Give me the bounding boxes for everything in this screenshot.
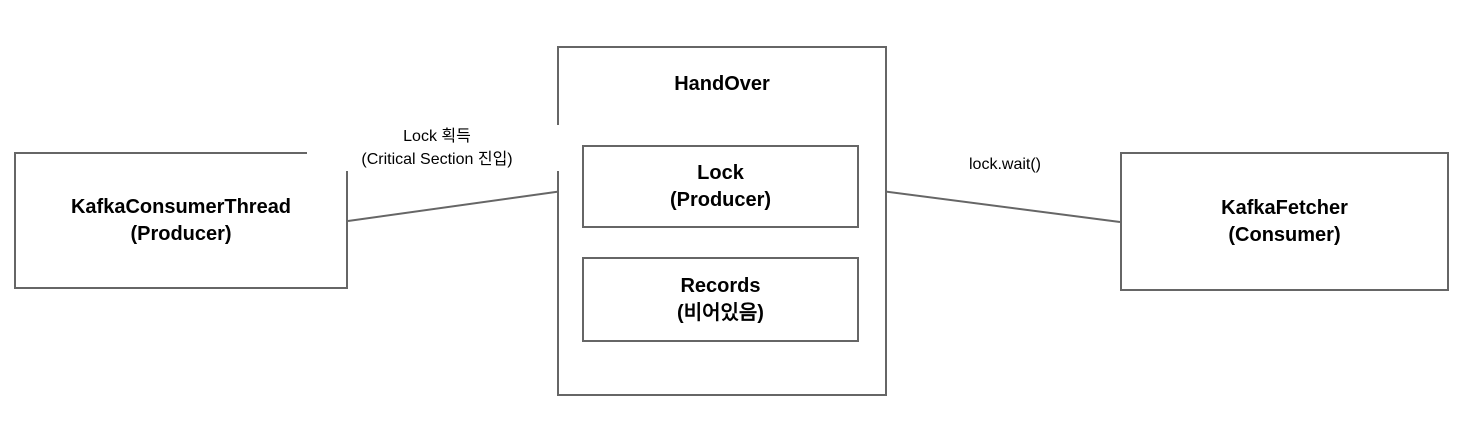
lock-wait-arrow-label-text: lock.wait() <box>968 156 1041 173</box>
node-kafka-consumer-thread: KafkaConsumerThread (Producer) <box>14 152 348 289</box>
node-lock-label-line1: Lock <box>697 161 744 184</box>
lock-acquire-arrow-label-line1: Lock 획득 <box>403 128 471 145</box>
node-lock: Lock (Producer) <box>582 145 859 228</box>
lock-wait-arrow <box>864 183 1121 223</box>
node-kafka-consumer-thread-label-line1: KafkaConsumerThread <box>70 195 292 218</box>
lock-acquire-arrow-label-line2: (Critical Section 진입) <box>361 151 513 168</box>
node-records: Records (비어있음) <box>582 257 859 342</box>
node-lock-label-line2: (Producer) <box>669 188 772 211</box>
lock-acquire-arrow <box>347 183 579 222</box>
node-kafka-fetcher-label-line1: KafkaFetcher <box>1221 196 1348 219</box>
lock-acquire-arrow-label: Lock 획득 (Critical Section 진입) <box>307 125 567 171</box>
node-handover-title: HandOver <box>674 73 770 95</box>
node-kafka-fetcher-label-line2: (Consumer) <box>1228 223 1341 246</box>
lock-wait-arrow-label: lock.wait() <box>905 153 1105 176</box>
node-records-label-line1: Records <box>680 274 761 297</box>
node-kafka-consumer-thread-label-line2: (Producer) <box>130 222 232 245</box>
node-kafka-fetcher: KafkaFetcher (Consumer) <box>1120 152 1449 291</box>
node-records-label-line2: (비어있음) <box>677 301 764 324</box>
